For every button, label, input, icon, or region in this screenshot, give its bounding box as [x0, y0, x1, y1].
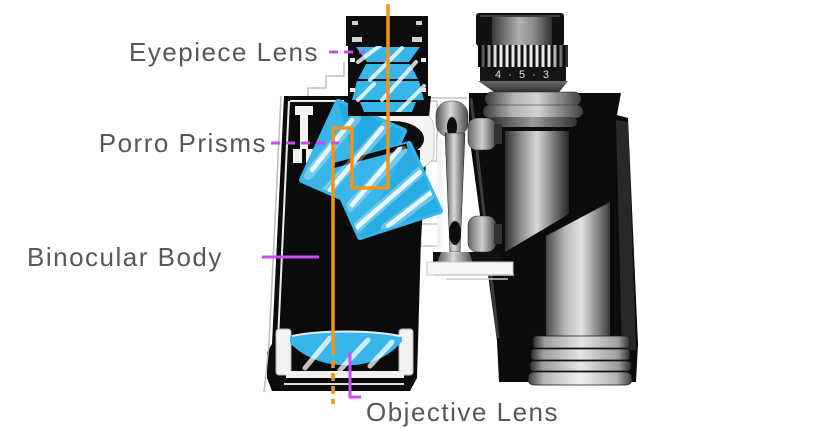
hinge-axle-hole	[449, 221, 461, 245]
cutaway-inner-wall-line	[277, 100, 290, 341]
hinge-gap	[437, 138, 443, 248]
eyepiece-collar-flange	[482, 91, 584, 131]
cutaway-outer-contour	[263, 95, 282, 393]
right-body-edge-sheen	[616, 120, 636, 350]
label-porro-prisms: Porro Prisms	[98, 128, 267, 158]
light-path-solid	[331, 4, 390, 347]
knurl-shading	[478, 45, 568, 67]
hinge-lug-top	[467, 117, 497, 151]
hinge-base-plate	[426, 261, 514, 276]
hinge-lug-top-connector	[494, 124, 502, 144]
label-binocular-body: Binocular Body	[27, 242, 223, 272]
cutaway-shoulder-steps	[307, 62, 345, 96]
eyepiece-cap-screws	[352, 21, 422, 42]
eyepiece-glass-sheen	[356, 46, 426, 112]
hinge-arch-hole	[447, 117, 457, 137]
hinge-base-steps	[434, 274, 514, 280]
hinge-outline-notch	[420, 223, 440, 247]
label-objective-lens: Objective Lens	[366, 397, 559, 427]
objective-lens-top-highlight	[291, 330, 401, 337]
leader-lines	[262, 50, 365, 399]
hinge-foot	[437, 252, 473, 263]
eyecup-top	[492, 15, 552, 45]
eyepiece-side-ticks	[350, 58, 426, 92]
label-eyepiece-lens: Eyepiece Lens	[128, 37, 319, 67]
external-binocular-half: 4 · 5 · 3	[469, 13, 638, 386]
cutaway-binocular-half	[263, 16, 443, 393]
objective-retainer-band	[286, 371, 404, 378]
objective-ring-stack	[527, 335, 633, 386]
prism-gap-line	[331, 143, 408, 169]
hinge-lug-bottom	[467, 215, 497, 253]
objective-assembly	[275, 328, 414, 385]
right-body-lower-tube	[546, 202, 610, 343]
diopter-scale-markings: 4 · 5 · 3	[495, 69, 551, 81]
hinge-lug-bottom-connector	[494, 224, 502, 244]
diopter-scale-band	[480, 67, 566, 81]
objective-clip-left	[275, 328, 292, 376]
objective-glass-sheen	[302, 335, 395, 372]
objective-lens-glass	[290, 331, 402, 366]
leader-objective-lens	[348, 352, 361, 399]
light-path	[331, 4, 390, 404]
objective-clip-right	[398, 328, 414, 376]
right-eyepiece: 4 · 5 · 3	[476, 13, 584, 131]
